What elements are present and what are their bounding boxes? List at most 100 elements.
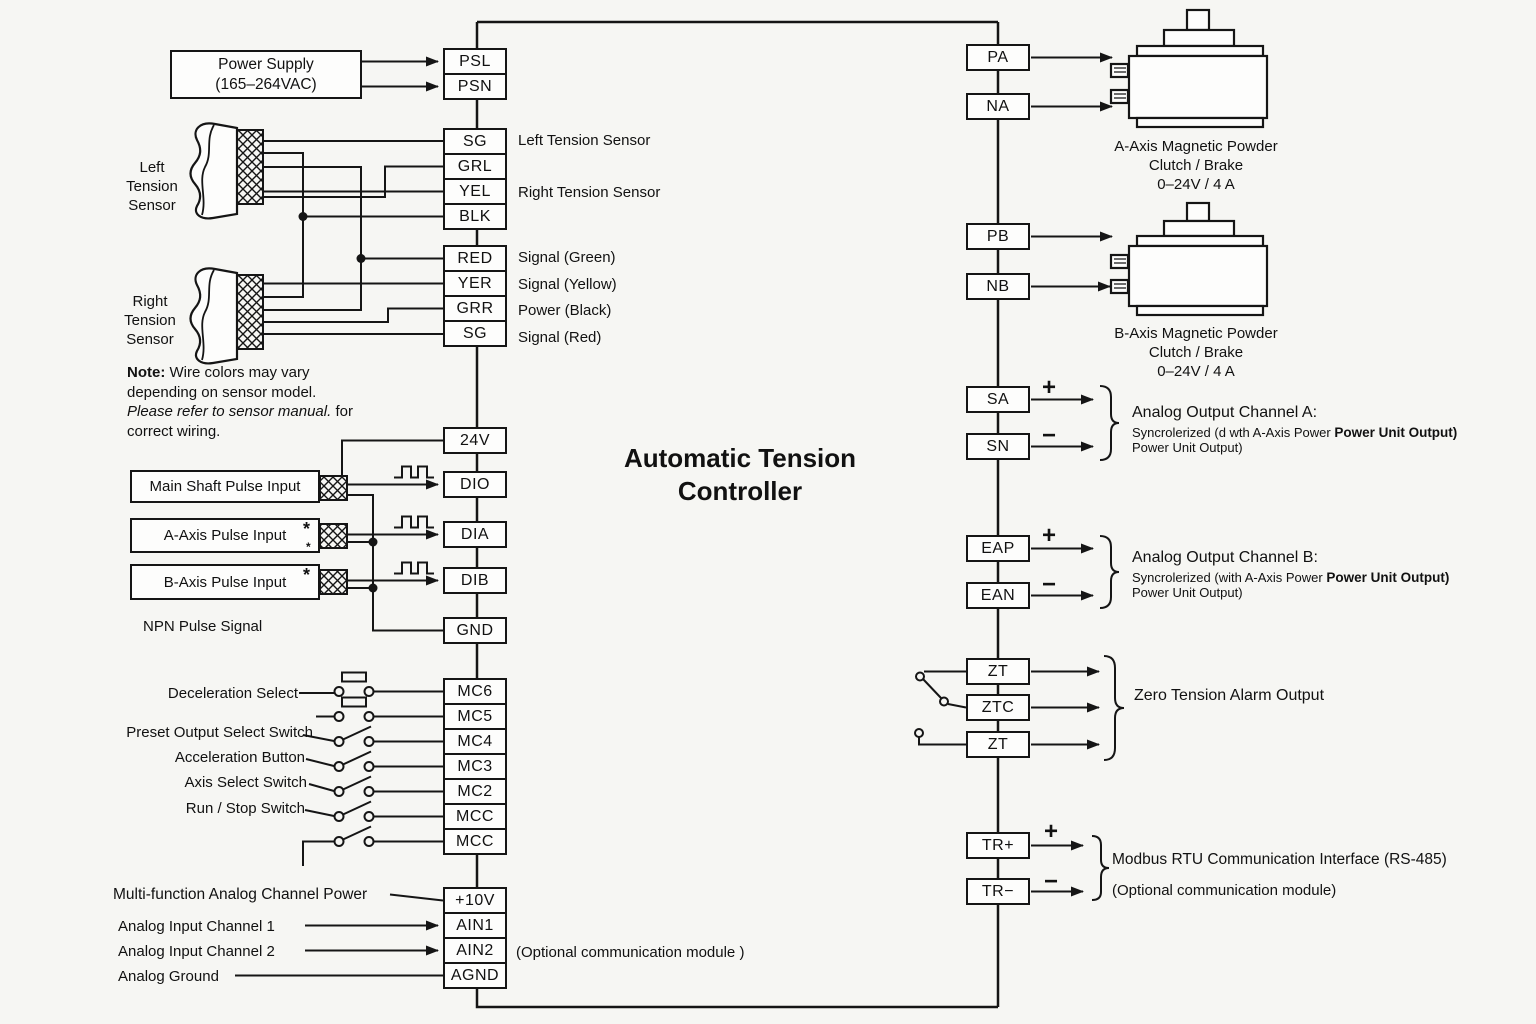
a-axis-pulse-input-box: A-Axis Pulse Input	[130, 518, 320, 553]
asterisk-a-top: *	[303, 519, 311, 539]
asterisk-a-bottom: *	[306, 540, 311, 554]
terminal-mcc-1: MCC	[443, 803, 507, 830]
terminal-pa: PA	[966, 44, 1030, 71]
label-deceleration-select: Deceleration Select	[167, 685, 298, 702]
power-supply-wires	[362, 56, 439, 92]
bus-rails	[475, 20, 1000, 1009]
terminal-grl: GRL	[443, 153, 507, 180]
main-shaft-pulse-label: Main Shaft Pulse Input	[149, 478, 301, 495]
terminal-agnd: AGND	[443, 962, 507, 989]
terminal-dio: DIO	[443, 471, 507, 498]
label-zero-tension-alarm: Zero Tension Alarm Output	[1134, 687, 1325, 704]
page-title: Automatic Tension Controller	[580, 442, 900, 508]
terminal-pb: PB	[966, 223, 1030, 250]
terminal-yer: YER	[443, 270, 507, 297]
label-right-tension-sensor: Right Tension Sensor	[518, 184, 661, 201]
note-prefix: Note:	[127, 364, 166, 381]
label-signal-red: Signal (Red)	[518, 329, 602, 346]
label-signal-green: Signal (Green)	[518, 249, 616, 266]
terminal-sn: SN	[966, 433, 1030, 460]
motor-a-label: A-Axis Magnetic Powder Clutch / Brake 0–…	[1114, 138, 1278, 193]
terminal-ean: EAN	[966, 582, 1030, 609]
b-sub1-bold: Power Unit Output)	[1326, 570, 1450, 585]
a-sub1-bold: Power Unit Output)	[1334, 425, 1458, 440]
clutch-brake-b-symbol	[1109, 201, 1269, 317]
sensor-wires	[263, 140, 443, 335]
terminal-ain1: AIN1	[443, 912, 507, 939]
label-analog-input-1: Analog Input Channel 1	[118, 918, 275, 935]
label-analog-input-2: Analog Input Channel 2	[118, 943, 275, 960]
label-left-tension-sensor: Left Tension Sensor	[518, 132, 651, 149]
label-optional-module-right: (Optional communication module)	[1112, 882, 1337, 899]
terminal-ztc: ZTC	[966, 694, 1030, 721]
terminal-blk: BLK	[443, 203, 507, 230]
output-arrows	[1031, 52, 1113, 897]
terminal-mcc-2: MCC	[443, 828, 507, 855]
label-run-stop-switch: Run / Stop Switch	[185, 800, 305, 817]
terminal-24v: 24V	[443, 427, 507, 454]
note-italic: Please refer to sensor manual.	[127, 403, 332, 420]
wiring-note: Note: Wire colors may vary depending on …	[127, 363, 363, 441]
terminal-eap: EAP	[966, 535, 1030, 562]
terminal-gnd: GND	[443, 617, 507, 644]
note-text: Wire colors may vary depending on sensor…	[127, 364, 317, 401]
terminal-tr-minus: TR−	[966, 878, 1030, 905]
terminal-sg-right: SG	[443, 320, 507, 347]
note-tail: for correct wiring.	[127, 403, 353, 440]
label-analog-output-a-sub2: Power Unit Output)	[1132, 440, 1243, 455]
label-analog-channel-power: Multi-function Analog Channel Power	[113, 886, 368, 903]
terminal-mc5: MC5	[443, 703, 507, 730]
b-sub1-text: Syncrolerized (with A-Axis Power	[1132, 570, 1323, 585]
terminal-zt-2: ZT	[966, 731, 1030, 758]
clutch-brake-a-symbol	[1109, 8, 1269, 129]
label-analog-output-b-sub2: Power Unit Output)	[1132, 585, 1243, 600]
terminal-sg-left: SG	[443, 128, 507, 155]
left-tension-sensor-symbol	[189, 122, 265, 220]
terminal-mc2: MC2	[443, 778, 507, 805]
terminal-10v: +10V	[443, 887, 507, 914]
terminal-tr-plus: TR+	[966, 832, 1030, 859]
label-analog-ground: Analog Ground	[118, 968, 219, 985]
terminal-yel: YEL	[443, 178, 507, 205]
terminal-red: RED	[443, 245, 507, 272]
npn-pulse-label: NPN Pulse Signal	[143, 618, 263, 635]
minus-sign-ean: −	[1042, 571, 1057, 598]
label-modbus-interface: Modbus RTU Communication Interface (RS-4…	[1112, 851, 1447, 868]
label-analog-output-b-sub1: Syncrolerized (with A-Axis Power Power U…	[1132, 570, 1449, 585]
analog-wires	[235, 893, 444, 977]
terminal-sa: SA	[966, 386, 1030, 413]
plus-sign-eap: +	[1042, 522, 1057, 549]
terminal-zt-1: ZT	[966, 658, 1030, 685]
label-analog-output-a: Analog Output Channel A:	[1132, 404, 1318, 421]
label-acceleration-button: Acceleration Button	[174, 749, 305, 766]
terminal-dia: DIA	[443, 521, 507, 548]
power-supply-line2: (165–264VAC)	[215, 75, 317, 93]
power-supply-line1: Power Supply	[218, 55, 314, 73]
label-power-black: Power (Black)	[518, 302, 612, 319]
right-tension-sensor-symbol	[189, 267, 265, 365]
label-preset-output-select: Preset Output Select Switch	[126, 724, 313, 741]
left-sensor-label: Left Tension Sensor	[126, 159, 178, 214]
terminal-grr: GRR	[443, 295, 507, 322]
label-axis-select-switch: Axis Select Switch	[184, 774, 307, 791]
brace	[1091, 385, 1125, 901]
minus-sign-tr: −	[1044, 868, 1059, 895]
label-signal-yellow: Signal (Yellow)	[518, 276, 617, 293]
terminal-dib: DIB	[443, 567, 507, 594]
asterisk-b-top: *	[303, 565, 311, 585]
motor-b-label: B-Axis Magnetic Powder Clutch / Brake 0–…	[1114, 325, 1278, 380]
terminal-mc3: MC3	[443, 753, 507, 780]
label-analog-output-a-sub1: Syncrolerized (d wth A-Axis Power Power …	[1132, 425, 1457, 440]
terminal-psl: PSL	[443, 48, 507, 75]
a-sub1-text: Syncrolerized (d wth A-Axis Power	[1132, 425, 1331, 440]
a-axis-pulse-label: A-Axis Pulse Input	[163, 527, 287, 544]
switch-bank	[299, 671, 443, 866]
terminal-nb: NB	[966, 273, 1030, 300]
label-optional-module-left: (Optional communication module )	[516, 944, 745, 961]
b-axis-pulse-label: B-Axis Pulse Input	[163, 573, 287, 591]
power-supply-box: Power Supply (165–264VAC)	[170, 50, 362, 99]
pulse-waveform-icon	[394, 465, 434, 575]
b-axis-pulse-input-box: B-Axis Pulse Input	[130, 564, 320, 600]
